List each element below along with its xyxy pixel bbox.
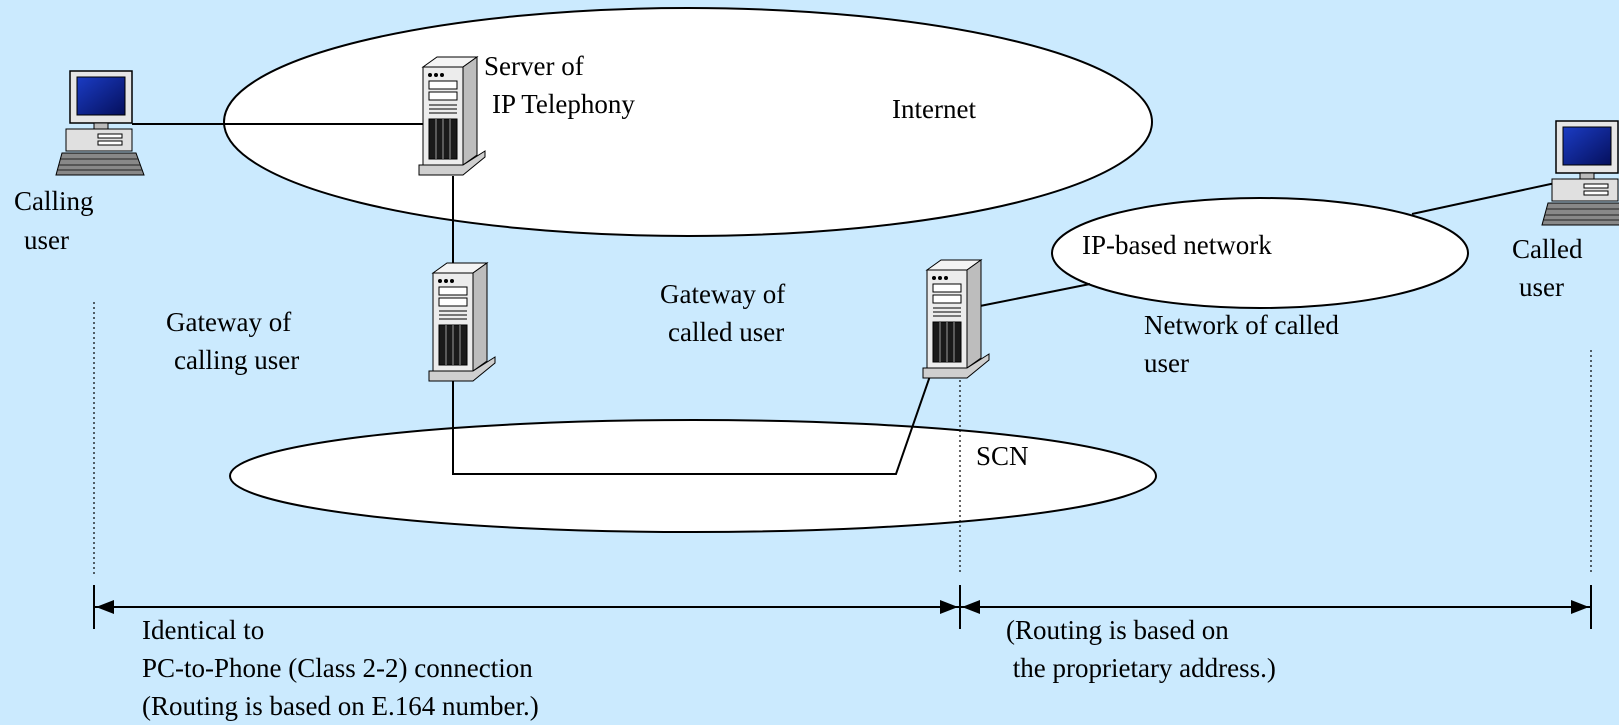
gateway-called-label-line2: called user <box>668 317 785 347</box>
scn-label: SCN <box>976 441 1029 471</box>
server-label-line2: IP Telephony <box>492 89 635 119</box>
server-label-line1: Server of <box>484 51 584 81</box>
calling-gateway-server-icon <box>428 262 496 382</box>
ip-telephony-server-icon <box>418 56 486 176</box>
arrowhead-middle-right <box>962 600 980 614</box>
calling-user-computer-icon <box>55 70 145 176</box>
gateway-calling-label-line2: calling user <box>174 345 300 375</box>
link-gateway-to-ipnet <box>979 283 1091 307</box>
annotation-left-line1: Identical to <box>142 615 265 645</box>
gateway-called-label-line1: Gateway of <box>660 279 786 309</box>
arrowhead-middle-left <box>940 600 958 614</box>
internet-label: Internet <box>892 94 976 124</box>
annotation-left-line2: PC-to-Phone (Class 2-2) connection <box>142 653 533 683</box>
called-gateway-server-icon <box>922 259 990 379</box>
annotation-right-line1: (Routing is based on <box>1006 615 1229 645</box>
called-user-label-line1: Called <box>1512 234 1583 264</box>
called-user-computer-icon <box>1541 120 1619 226</box>
link-ipnet-to-called <box>1411 181 1561 215</box>
ip-network-label: IP-based network <box>1082 230 1272 260</box>
network-called-label-line1: Network of called <box>1144 310 1339 340</box>
calling-user-label-line2: user <box>24 225 69 255</box>
internet-cloud <box>223 7 1153 237</box>
arrowhead-right <box>1571 600 1589 614</box>
ip-network-cloud <box>1051 197 1469 309</box>
annotation-left-line3: (Routing is based on E.164 number.) <box>142 691 539 721</box>
gateway-calling-label-line1: Gateway of <box>166 307 292 337</box>
network-called-label-line2: user <box>1144 348 1189 378</box>
calling-user-label-line1: Calling <box>14 186 94 216</box>
link-scn-path <box>452 375 931 475</box>
called-user-label-line2: user <box>1519 272 1564 302</box>
arrowhead-left <box>96 600 114 614</box>
scn-cloud <box>229 419 1157 533</box>
annotation-right-line2: the proprietary address.) <box>1006 653 1276 683</box>
